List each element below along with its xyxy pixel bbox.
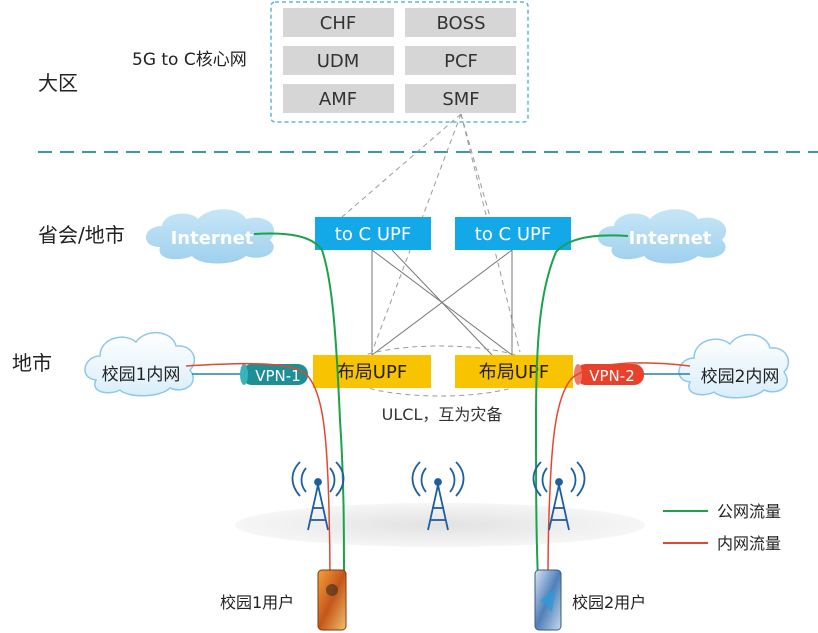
core-fn-smf: SMF [442,89,479,110]
legend-label-private: 内网流量 [717,534,781,553]
core-fn-box [283,46,394,75]
core-fn-udm: UDM [317,51,360,72]
tier-label-city: 地市 [12,351,52,375]
legend-label-public: 公网流量 [717,502,781,521]
toc-upf-left [315,217,431,250]
internet-label-left: Internet [171,228,254,249]
core-fn-amf: AMF [319,89,357,110]
tower-icon [291,461,345,531]
tower-icon [411,461,465,531]
core-fn-box [405,8,516,37]
vpn-label-1: VPN-1 [255,367,300,385]
core-fn-box [283,8,394,37]
core-fn-chf: CHF [320,13,356,34]
toc-upf-label-right: to C UPF [475,224,551,245]
internet-label-right: Internet [629,228,712,249]
campus-net-label-right: 校园2内网 [701,367,780,387]
vpn-tunnel-1 [240,364,308,385]
tower-icon [532,461,586,531]
internet-cloud-left [145,209,275,264]
core-network-label: 5G to C核心网 [132,50,247,70]
internet-cloud-right [597,209,727,264]
legend: 公网流量 内网流量 [663,502,781,553]
local-upf-left [313,355,431,388]
toc-upf-label-left: to C UPF [335,224,411,245]
upf-mesh-links [371,249,513,356]
ulcl-note: ULCL，互为灾备 [382,405,503,424]
phone-icon-campus-1 [317,569,347,631]
core-fn-box [405,46,516,75]
public-traffic-paths [253,232,629,581]
campus-net-label-left: 校园1内网 [102,365,181,385]
user-label-campus-2: 校园2用户 [572,593,646,612]
campus-cloud-right [678,334,790,399]
vpn-label-2: VPN-2 [589,367,634,385]
local-upf-label-right: 布局UPF [479,362,549,383]
core-fn-boss: BOSS [436,13,485,34]
private-traffic-paths [185,362,691,583]
local-upf-label-left: 布局UPF [337,362,407,383]
user-label-campus-1: 校园1用户 [220,593,294,612]
toc-upf-right [455,217,571,250]
coverage-area [235,503,645,547]
campus-cloud-left [84,332,196,397]
core-fn-box [405,84,516,113]
local-upf-right [455,355,573,388]
core-fn-box [283,84,394,113]
tier-label-region: 大区 [38,71,78,95]
core-network-frame [270,1,529,123]
tier-label-province: 省会/地市 [38,223,125,247]
core-function-grid: CHF BOSS UDM PCF AMF SMF [283,8,516,113]
phone-icon-campus-2 [534,569,562,631]
core-fn-pcf: PCF [444,51,478,72]
